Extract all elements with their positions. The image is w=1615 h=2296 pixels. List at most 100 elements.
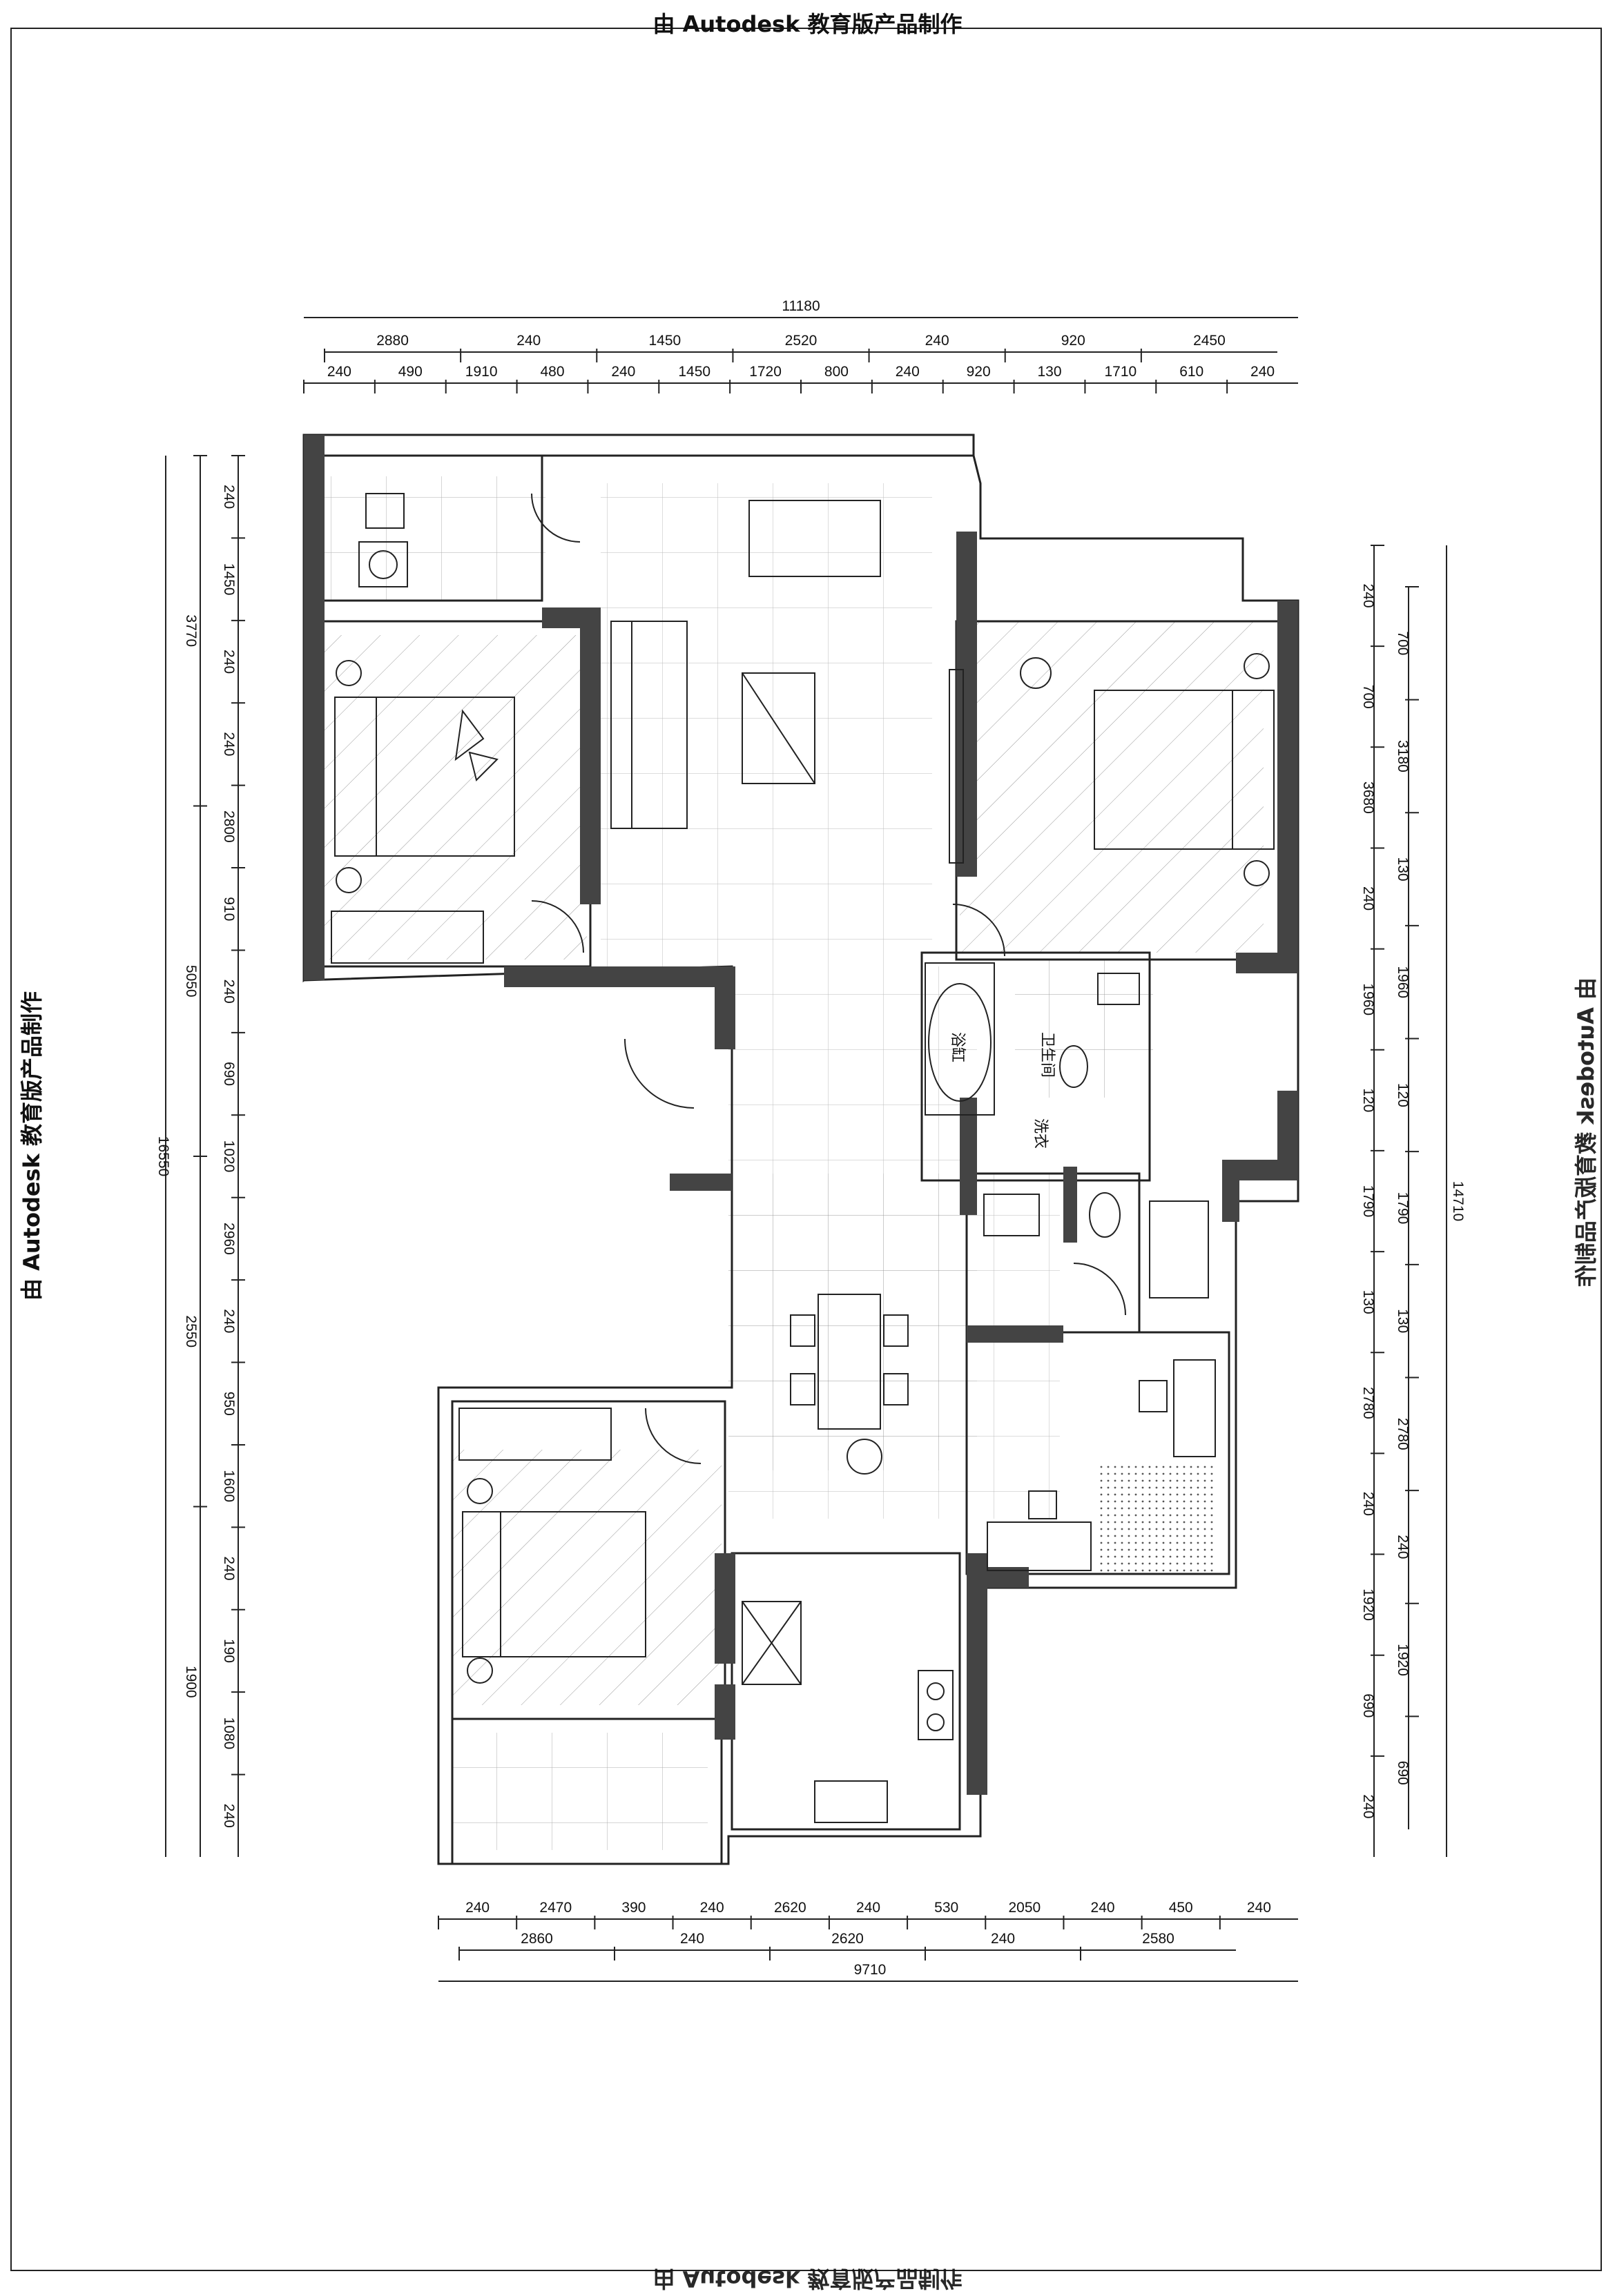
balcony-top-tiles xyxy=(325,476,545,601)
washbasin-2 xyxy=(983,1194,1040,1236)
left-row2-15: 1080 xyxy=(221,1718,237,1750)
right-row2-9: 1920 xyxy=(1395,1644,1411,1676)
right-row2-1: 3180 xyxy=(1395,740,1411,772)
door-swing-1 xyxy=(531,900,584,953)
washing-machine xyxy=(358,541,408,587)
living-floor-tiles xyxy=(601,483,932,966)
dining-chair-1 xyxy=(790,1314,815,1347)
study-chair-1 xyxy=(1028,1490,1057,1519)
solid-wall-13 xyxy=(967,1553,987,1795)
dimension-lines xyxy=(165,317,1447,1982)
right-row1-4: 1960 xyxy=(1360,983,1376,1015)
solid-wall-12 xyxy=(715,1553,735,1664)
right-row1-8: 2780 xyxy=(1360,1387,1376,1419)
bath-outline xyxy=(920,951,1151,1182)
furniture xyxy=(331,493,1275,1823)
top-row2-7: 800 xyxy=(824,364,849,380)
study-desk xyxy=(987,1521,1092,1571)
stove xyxy=(918,1670,954,1740)
right-row1-11: 690 xyxy=(1360,1693,1376,1718)
top-row2-3: 480 xyxy=(540,364,564,380)
wardrobe-1 xyxy=(331,911,484,964)
bottom-row1-10: 240 xyxy=(1247,1900,1271,1916)
left-row2-13: 240 xyxy=(221,1557,237,1581)
left-row2-1: 1450 xyxy=(221,563,237,596)
left-row2-9: 2960 xyxy=(221,1223,237,1255)
top-row2-11: 1710 xyxy=(1104,364,1137,380)
solid-wall-9 xyxy=(1277,1091,1298,1167)
label-laundry: 洗衣 xyxy=(1032,1118,1049,1149)
top-row1-2: 1450 xyxy=(648,333,681,349)
bottom-row1-9: 450 xyxy=(1169,1900,1193,1916)
dining-chair-2 xyxy=(790,1373,815,1405)
door-swing-4 xyxy=(645,1408,702,1464)
door-swing-5 xyxy=(1073,1263,1126,1316)
study-outline xyxy=(965,1331,1230,1575)
top-row2-2: 1910 xyxy=(465,364,498,380)
study-cabinet xyxy=(1173,1359,1216,1457)
left-row2-14: 190 xyxy=(221,1639,237,1663)
left-row1-1: 5050 xyxy=(183,965,199,998)
solid-wall-1 xyxy=(304,435,325,980)
kitchen-outline xyxy=(731,1552,961,1831)
bed-3-lamp-2 xyxy=(467,1657,493,1684)
right-row2-3: 1960 xyxy=(1395,966,1411,998)
fridge-diag-2 xyxy=(742,1601,802,1685)
right-row2-10: 690 xyxy=(1395,1761,1411,1785)
right-row2-5: 1790 xyxy=(1395,1192,1411,1225)
outer-wall-main xyxy=(303,455,1299,1865)
solid-wall-8 xyxy=(1236,953,1298,973)
right-row1-1: 700 xyxy=(1360,685,1376,709)
bed-1-lamp-1 xyxy=(336,660,362,686)
top-row1-0: 2880 xyxy=(376,333,409,349)
right-row1-3: 240 xyxy=(1360,886,1376,911)
bed-1-pillow-deco xyxy=(454,709,499,781)
solid-wall-6 xyxy=(956,532,977,877)
left-row2-5: 910 xyxy=(221,897,237,921)
dim-top-total: 11180 xyxy=(782,298,820,314)
dining-table xyxy=(818,1294,881,1430)
right-row1-6: 1790 xyxy=(1360,1185,1376,1218)
bed-1-pillows xyxy=(334,697,377,857)
top-row1-3: 2520 xyxy=(785,333,818,349)
right-row1-5: 120 xyxy=(1360,1088,1376,1112)
solid-wall-2 xyxy=(580,607,601,904)
bottom-row2-0: 2860 xyxy=(521,1931,553,1947)
solid-wall-11 xyxy=(1222,1160,1239,1222)
bottom-row1-8: 240 xyxy=(1091,1900,1115,1916)
left-row2-8: 1020 xyxy=(221,1140,237,1173)
solid-wall-15 xyxy=(960,1098,977,1215)
right-row2-8: 240 xyxy=(1395,1535,1411,1559)
watermark-top: 由 Autodesk 教育版产品制作 xyxy=(652,11,963,37)
study-floor-dots xyxy=(1098,1463,1215,1574)
right-row2-2: 130 xyxy=(1395,857,1411,882)
round-side-table xyxy=(847,1439,882,1475)
stove-burner-1 xyxy=(927,1682,945,1700)
coffee-table-diag xyxy=(742,672,815,784)
label-bathtub: 浴缸 xyxy=(949,1032,966,1062)
dining-chair-4 xyxy=(883,1373,909,1405)
left-row2-2: 240 xyxy=(221,650,237,674)
bedroom1-floor-wood xyxy=(325,635,587,960)
right-row2-6: 130 xyxy=(1395,1309,1411,1333)
top-row1-6: 2450 xyxy=(1193,333,1226,349)
solid-wall-7 xyxy=(1277,601,1298,973)
top-row2-9: 920 xyxy=(967,364,991,380)
dim-right-total: 14710 xyxy=(1450,1181,1466,1221)
bottom-row1-4: 2620 xyxy=(774,1900,806,1916)
right-row1-0: 240 xyxy=(1360,584,1376,608)
top-row1-5: 920 xyxy=(1061,333,1085,349)
solid-wall-4 xyxy=(504,966,732,987)
solid-wall-17 xyxy=(1063,1167,1077,1243)
right-row2-7: 2780 xyxy=(1395,1418,1411,1450)
left-row2-12: 1600 xyxy=(221,1470,237,1502)
top-row2-4: 240 xyxy=(611,364,635,380)
left-row2-0: 240 xyxy=(221,485,237,509)
solid-wall-16 xyxy=(967,1325,1063,1343)
bedroom3-floor-wood xyxy=(452,1450,722,1705)
solid-wall-19 xyxy=(670,1174,732,1191)
study-chair-2 xyxy=(1139,1380,1168,1412)
top-row1-4: 240 xyxy=(925,333,949,349)
